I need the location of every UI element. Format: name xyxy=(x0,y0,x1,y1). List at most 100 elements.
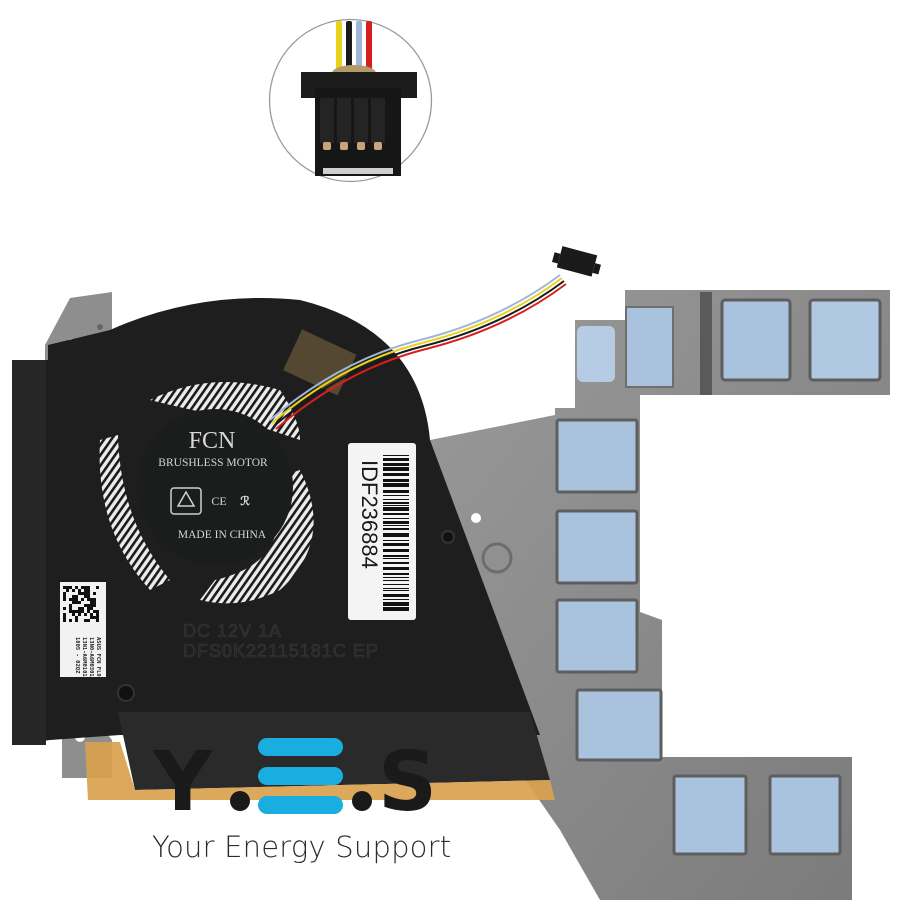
qr-cell xyxy=(90,607,93,610)
qr-cell xyxy=(90,601,93,604)
qr-cell xyxy=(63,619,66,622)
fan-hub xyxy=(137,409,293,565)
embossed-rating: DC 12V 1A xyxy=(183,621,282,641)
qr-cell xyxy=(75,595,78,598)
qr-cell xyxy=(81,610,84,613)
screw-icon xyxy=(117,684,135,702)
qr-cell xyxy=(87,598,90,601)
qr-cell xyxy=(63,613,66,616)
barcode-bar xyxy=(383,590,409,591)
hub-subtitle: BRUSHLESS MOTOR xyxy=(158,457,268,469)
qr-cell xyxy=(69,607,72,610)
qr-line: 13N1-A6M0101 0A xyxy=(81,637,87,687)
barcode-bar xyxy=(383,528,409,530)
qr-cell xyxy=(96,619,99,622)
barcode-bar xyxy=(383,467,409,471)
mount-ring xyxy=(481,542,513,574)
barcode-bar xyxy=(383,588,409,589)
qr-cell xyxy=(75,601,78,604)
qr-line: ASUS FCN FL91 xyxy=(95,637,101,681)
tape-strip xyxy=(85,742,555,800)
barcode-bar xyxy=(383,562,409,564)
kapton-tape xyxy=(283,329,357,396)
qr-cell xyxy=(78,613,81,616)
thermal-pad xyxy=(555,509,639,585)
qr-cell xyxy=(69,586,72,589)
qr-cell xyxy=(84,592,87,595)
logo-bar xyxy=(258,796,343,814)
qr-cell xyxy=(72,601,75,604)
qr-cell xyxy=(90,613,93,616)
thermal-pad xyxy=(625,306,674,388)
qr-code xyxy=(63,586,99,622)
qr-cell xyxy=(72,589,75,592)
fan-cable xyxy=(269,274,567,430)
mount-hole xyxy=(471,513,481,523)
qr-cell xyxy=(72,613,75,616)
qr-cell xyxy=(87,604,90,607)
barcode-bar xyxy=(383,505,409,506)
yes-logo: Y S xyxy=(152,735,437,830)
barcode-bar xyxy=(383,580,409,581)
qr-line: 1805 - 02QZ xyxy=(74,637,80,674)
qr-cell xyxy=(93,604,96,607)
barcode-bar xyxy=(383,455,409,456)
qr-cell xyxy=(81,598,84,601)
connector-inset xyxy=(268,18,433,183)
thermal-pad xyxy=(768,774,842,856)
barcode-bar xyxy=(383,495,409,496)
fin-edge xyxy=(12,360,46,745)
logo-bar xyxy=(258,767,343,785)
logo-letter-y: Y xyxy=(152,735,214,830)
qr-cell xyxy=(81,592,84,595)
qr-cell xyxy=(69,619,72,622)
barcode-bar xyxy=(383,525,409,526)
logo-bar xyxy=(258,738,343,756)
qr-cell xyxy=(69,604,72,607)
connector-bottom xyxy=(323,168,393,174)
qr-cell xyxy=(72,595,75,598)
qr-cell xyxy=(93,610,96,613)
qr-cell xyxy=(87,589,90,592)
barcode-bar xyxy=(383,521,409,524)
qr-cell xyxy=(84,586,87,589)
barcode-bar xyxy=(383,567,409,570)
qr-cell xyxy=(87,619,90,622)
qr-cell xyxy=(87,607,90,610)
barcode-bar xyxy=(383,594,409,597)
qr-cell xyxy=(90,598,93,601)
qr-cell xyxy=(93,601,96,604)
qr-cell xyxy=(78,601,81,604)
barcode-bar xyxy=(383,555,409,557)
barcode-bar xyxy=(383,607,409,611)
qr-cell xyxy=(63,607,66,610)
qr-cell xyxy=(96,613,99,616)
qr-cell xyxy=(87,595,90,598)
barcode-label: IDF236884 xyxy=(348,443,416,620)
barcode-bar xyxy=(383,499,409,500)
qr-cell xyxy=(96,586,99,589)
barcode-bar xyxy=(383,584,409,585)
thermal-pad xyxy=(555,418,639,494)
qr-cell xyxy=(87,586,90,589)
barcode-bar xyxy=(383,558,409,559)
thermal-pad xyxy=(577,326,615,382)
qr-cell xyxy=(75,610,78,613)
qr-cell xyxy=(75,619,78,622)
screws xyxy=(117,530,455,702)
barcode-bars xyxy=(383,455,409,611)
connector-inset-graphic xyxy=(268,18,433,183)
barcode-bar xyxy=(383,577,409,578)
barcode-text: IDF236884 xyxy=(357,460,382,569)
thermal-pad xyxy=(720,298,792,382)
barcode-bar xyxy=(383,513,409,515)
qr-cell xyxy=(63,598,66,601)
qr-cell xyxy=(63,616,66,619)
qr-cell xyxy=(78,592,81,595)
embossed-model: DFS0K22115181C EP xyxy=(183,641,379,661)
qr-cell xyxy=(84,589,87,592)
qr-cell xyxy=(78,589,81,592)
barcode-bar xyxy=(383,473,409,476)
qr-cell xyxy=(93,616,96,619)
